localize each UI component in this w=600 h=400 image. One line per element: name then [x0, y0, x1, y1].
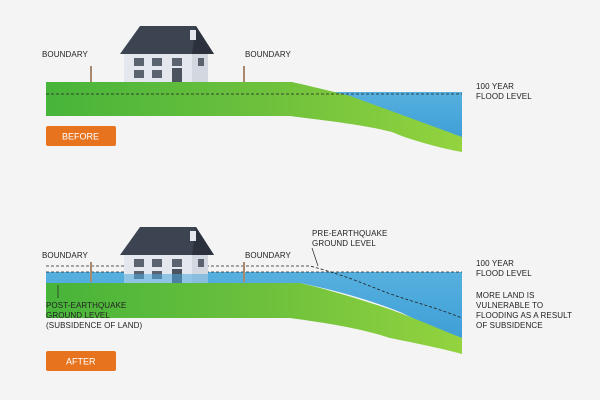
more-land-label-2: VULNERABLE TO — [476, 301, 543, 310]
pre-eq-pointer — [311, 247, 319, 267]
after-boundary-right-label: BOUNDARY — [245, 251, 292, 260]
pre-eq-label-2: GROUND LEVEL — [312, 239, 376, 248]
pre-eq-ground-line — [46, 265, 463, 319]
after-boundary-left-label: BOUNDARY — [42, 251, 89, 260]
after-flood-label-2: FLOOD LEVEL — [476, 269, 532, 278]
before-boundary-left-label: BOUNDARY — [42, 50, 89, 59]
more-land-label-3: FLOODING AS A RESULT — [476, 311, 572, 320]
more-land-label-1: MORE LAND IS — [476, 291, 535, 300]
after-land — [46, 283, 462, 354]
before-boundary-right-label: BOUNDARY — [245, 50, 292, 59]
after-flood-label-1: 100 YEAR — [476, 259, 514, 268]
after-boundary-post-right — [243, 262, 245, 282]
after-house — [120, 227, 214, 283]
after-water — [46, 272, 462, 338]
before-boundary-post-right — [243, 66, 245, 82]
before-boundary-post-left — [90, 66, 92, 82]
post-eq-label-2: GROUND LEVEL — [46, 311, 110, 320]
more-land-label-4: OF SUBSIDENCE — [476, 321, 543, 330]
before-badge — [46, 126, 116, 146]
before-flood-label-1: 100 YEAR — [476, 82, 514, 91]
before-flood-label-2: FLOOD LEVEL — [476, 92, 532, 101]
after-badge-label: AFTER — [66, 357, 96, 367]
post-eq-label-1: POST-EARTHQUAKE — [46, 301, 126, 310]
post-eq-label-3: (SUBSIDENCE OF LAND) — [46, 321, 142, 330]
before-house — [120, 26, 214, 82]
before-panel: BOUNDARY BOUNDARY 100 YEAR FLOOD LEVEL B… — [42, 26, 532, 152]
before-badge-label: BEFORE — [62, 132, 99, 142]
pre-eq-label-1: PRE-EARTHQUAKE — [312, 229, 388, 238]
after-boundary-post-left — [90, 262, 92, 282]
after-panel: BOUNDARY BOUNDARY PRE-EARTHQUAKE GROUND … — [42, 227, 572, 371]
before-land — [46, 82, 462, 152]
after-badge — [46, 351, 116, 371]
